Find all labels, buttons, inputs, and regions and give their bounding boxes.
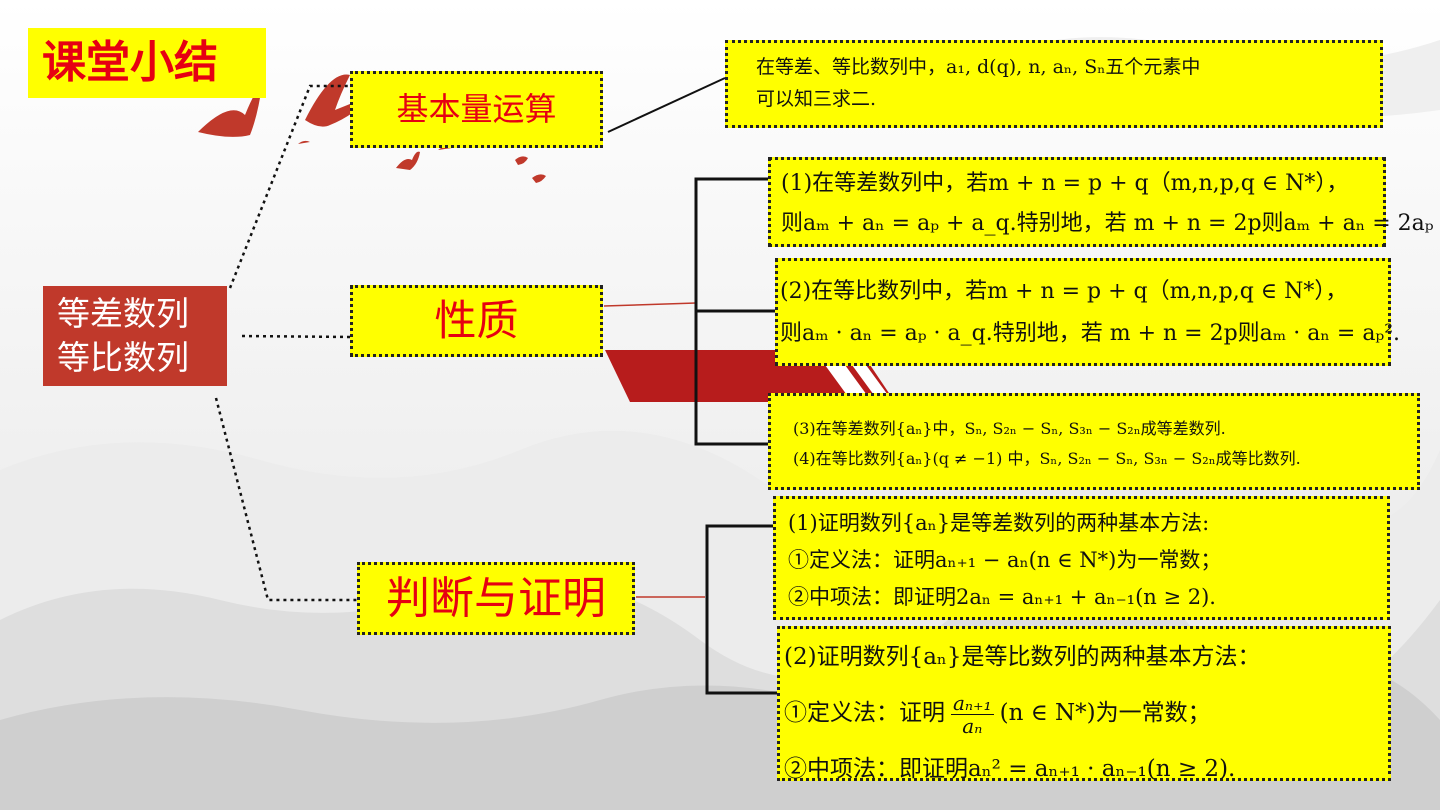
detail-text: (2)证明数列{aₙ}是等比数列的两种基本方法： [784, 644, 1261, 670]
detail-text: (3)在等差数列{aₙ}中，Sₙ, S₂ₙ − Sₙ, S₃ₙ − S₂ₙ成等差… [793, 419, 1226, 438]
detail-property-2: (2)在等比数列中，若m + n = p + q（m,n,p,q ∈ N*）， … [775, 258, 1401, 366]
branch-basic-operations: 基本量运算 [350, 71, 603, 148]
detail-text: (2)在等比数列中，若m + n = p + q（m,n,p,q ∈ N*）， [780, 279, 1348, 304]
detail-basic-operations: 在等差、等比数列中，a₁, d(q), n, aₙ, Sₙ五个元素中 可以知三求… [725, 40, 1383, 128]
detail-text: (n ∈ N*)为一常数； [999, 700, 1211, 726]
root-line-1: 等差数列 [57, 294, 189, 333]
root-node: 等差数列 等比数列 [43, 286, 227, 386]
detail-text: 则aₘ + aₙ = aₚ + a_q.特别地，若 m + n = 2p则aₘ … [781, 211, 1434, 236]
detail-text: ①定义法：证明 [784, 700, 945, 726]
fraction-numerator: aₙ₊₁ [951, 690, 994, 715]
detail-text: 则aₘ · aₙ = aₚ · a_q.特别地，若 m + n = 2p则aₘ … [780, 321, 1401, 346]
detail-text: 在等差、等比数列中，a₁, d(q), n, aₙ, Sₙ五个元素中 [756, 56, 1201, 78]
detail-property-3-4: (3)在等差数列{aₙ}中，Sₙ, S₂ₙ − Sₙ, S₃ₙ − S₂ₙ成等差… [768, 393, 1420, 490]
branch-judge-and-prove: 判断与证明 [357, 562, 635, 635]
detail-text: 可以知三求二. [756, 88, 877, 110]
detail-property-1: (1)在等差数列中，若m + n = p + q（m,n,p,q ∈ N*）， … [768, 157, 1434, 247]
detail-text: (1)证明数列{aₙ}是等差数列的两种基本方法: [788, 511, 1210, 535]
page-title: 课堂小结 [28, 28, 266, 98]
detail-text: (4)在等比数列{aₙ}(q ≠ −1) 中，Sₙ, S₂ₙ − Sₙ, S₃ₙ… [793, 449, 1301, 468]
detail-text: (1)在等差数列中，若m + n = p + q（m,n,p,q ∈ N*）， [781, 171, 1349, 196]
detail-proof-arithmetic: (1)证明数列{aₙ}是等差数列的两种基本方法: ①定义法：证明aₙ₊₁ − a… [773, 496, 1390, 620]
detail-text: ②中项法：即证明aₙ² = aₙ₊₁ · aₙ₋₁(n ≥ 2). [784, 756, 1236, 782]
detail-text: ②中项法：即证明2aₙ = aₙ₊₁ + aₙ₋₁(n ≥ 2). [788, 585, 1216, 609]
fraction-denominator: aₙ [962, 713, 983, 738]
branch-properties: 性质 [350, 285, 603, 357]
root-line-2: 等比数列 [57, 338, 189, 377]
detail-text: ①定义法：证明aₙ₊₁ − aₙ(n ∈ N*)为一常数； [788, 548, 1222, 572]
